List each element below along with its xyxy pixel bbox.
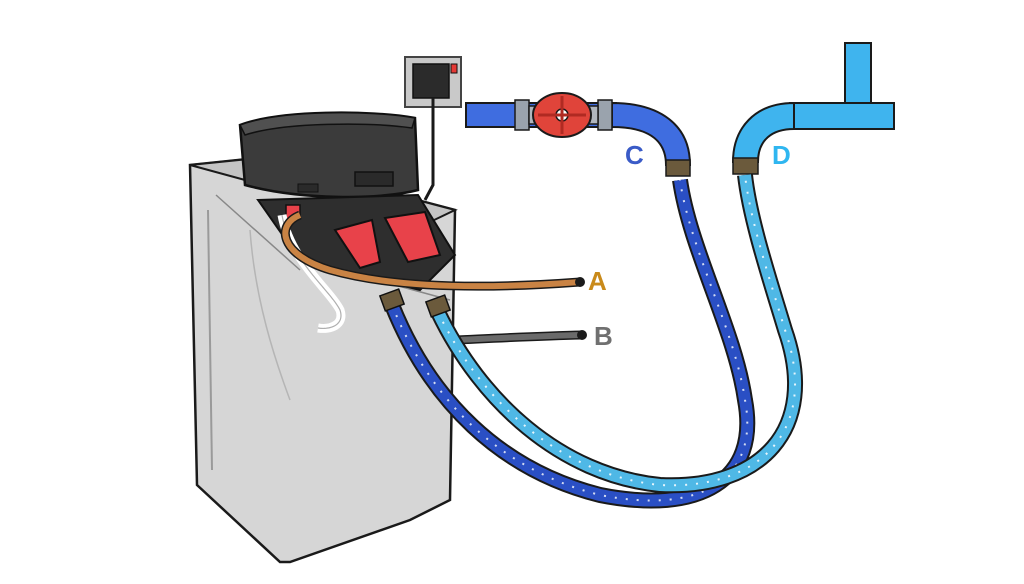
- stop-valve-icon: [532, 92, 592, 138]
- label-b: B: [594, 321, 613, 351]
- power-cable: [423, 98, 435, 201]
- label-d: D: [772, 140, 791, 170]
- label-c: C: [625, 140, 644, 170]
- label-a: A: [588, 266, 607, 296]
- bypass-valve-connectors: [285, 204, 442, 270]
- supply-pipe-d: [731, 42, 895, 175]
